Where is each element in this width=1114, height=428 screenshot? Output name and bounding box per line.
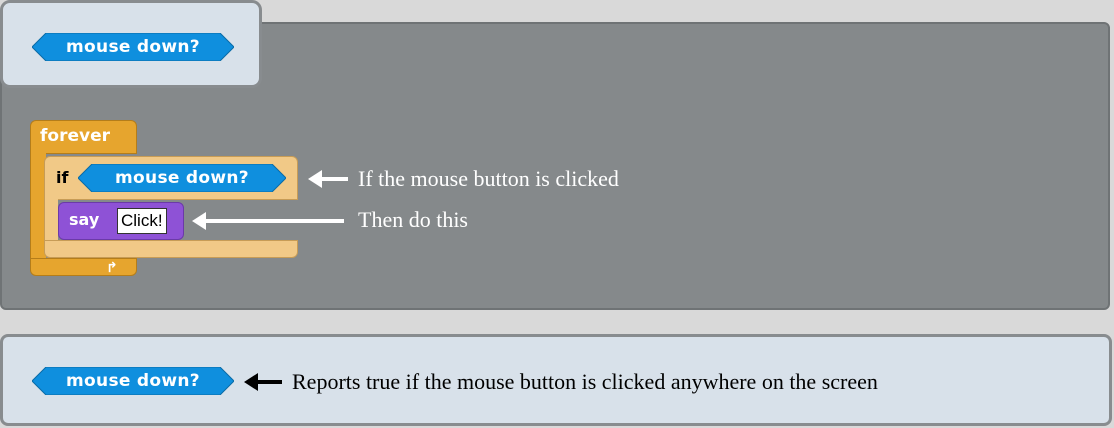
left-arrow-icon (308, 170, 322, 188)
arrow-line (256, 380, 282, 384)
mouse-down-block-description[interactable]: mouse down? (32, 367, 234, 395)
if-annotation: If the mouse button is clicked (358, 166, 619, 191)
arrow-line (320, 177, 348, 181)
arrow-line (204, 219, 344, 223)
mouse-down-label: mouse down? (66, 371, 200, 391)
if-arm (44, 198, 58, 244)
mouse-down-block-header[interactable]: mouse down? (32, 33, 234, 61)
forever-label: forever (40, 126, 110, 146)
mouse-down-block-in-if[interactable]: mouse down? (78, 164, 286, 192)
if-bottom (44, 240, 298, 258)
reporter-annotation: Reports true if the mouse button is clic… (292, 369, 878, 394)
left-arrow-icon (192, 212, 206, 230)
forever-bottom (30, 258, 137, 276)
say-input-slot[interactable]: Click! (117, 208, 167, 234)
say-label: say (69, 210, 100, 229)
if-label: if (56, 168, 69, 187)
mouse-down-label: mouse down? (115, 168, 249, 188)
say-annotation: Then do this (358, 207, 468, 232)
mouse-down-label: mouse down? (66, 37, 200, 57)
loop-arrow-icon: ↱ (106, 260, 118, 276)
forever-arm (30, 152, 46, 262)
left-arrow-icon (244, 373, 258, 391)
forever-block[interactable] (30, 120, 137, 154)
